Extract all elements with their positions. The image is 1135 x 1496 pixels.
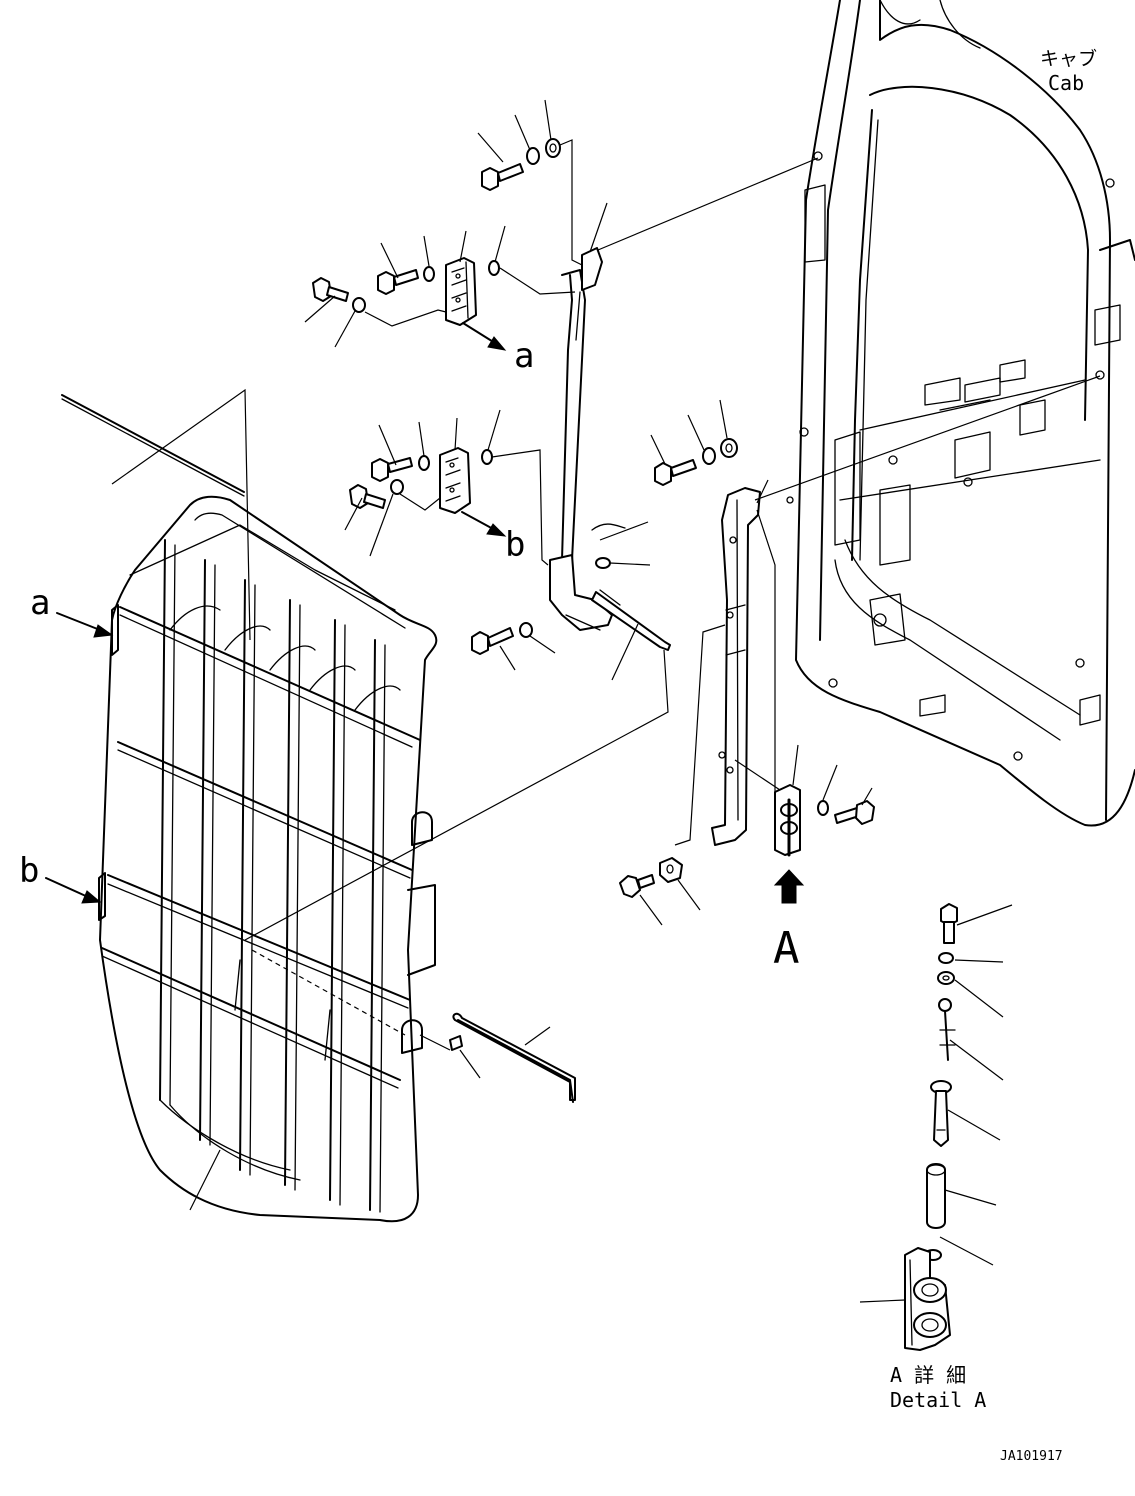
cab-frame <box>786 0 1135 827</box>
detail-label-en: Detail A <box>890 1388 986 1412</box>
ref-label-a-guard: a <box>30 583 50 623</box>
lower-hinge-assembly <box>244 447 671 941</box>
front-guard-grille <box>61 394 438 1223</box>
view-label-A: A <box>773 923 800 974</box>
callout-leaders <box>111 99 1013 1303</box>
detail-label-jp: A 詳 細 <box>890 1363 966 1387</box>
detail-a-exploded <box>904 903 958 1351</box>
drawing-number: JA101917 <box>1000 1449 1063 1464</box>
ref-label-b-target: b <box>505 525 525 565</box>
upper-hinge-assembly <box>312 138 819 593</box>
cab-label-en: Cab <box>1048 71 1084 95</box>
right-pillar-bracket <box>619 375 1101 898</box>
reference-arrows <box>45 322 805 904</box>
cab-label-jp: キャブ <box>1040 47 1097 70</box>
ref-label-b-guard: b <box>19 851 39 891</box>
stay-rod <box>419 1012 576 1103</box>
ref-label-a-target: a <box>514 336 534 376</box>
